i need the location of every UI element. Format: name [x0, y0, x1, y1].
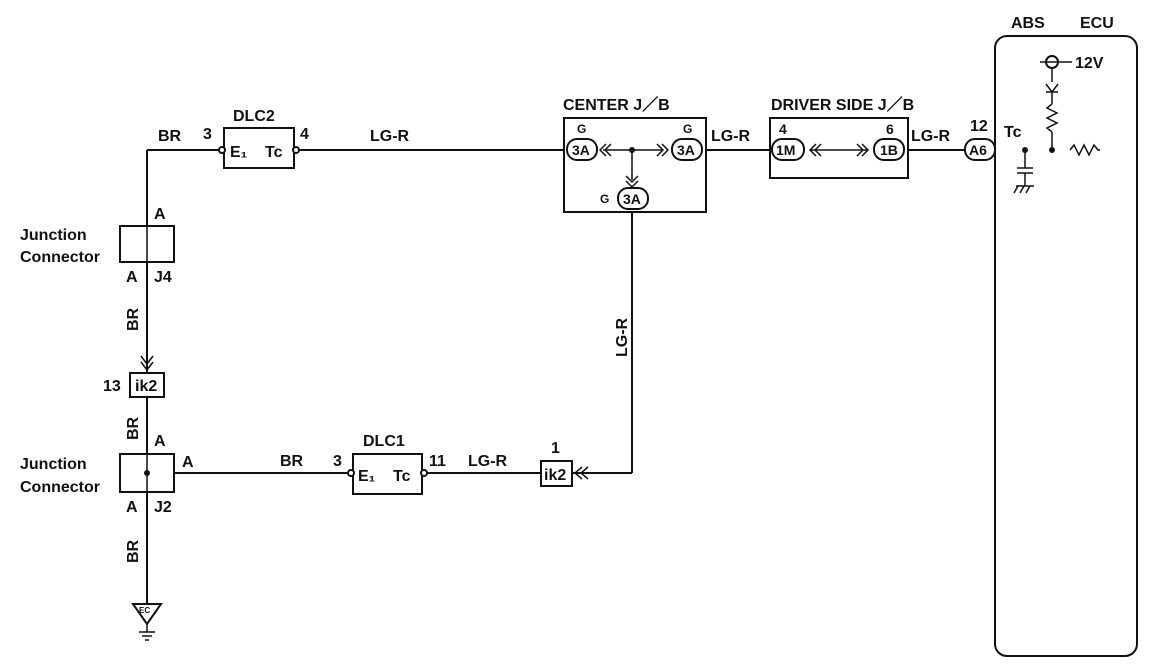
center-jb-left-label: 3A	[572, 142, 590, 158]
dlc2-pin-left: 3	[203, 126, 212, 143]
center-jb-junction-dot	[629, 147, 635, 153]
dlc2-name: DLC2	[233, 108, 275, 125]
wire-labels: BR LG-R LG-R LG-R BR BR LG-R BR LG-R BR	[125, 128, 951, 563]
ik2-left-pin: 13	[103, 378, 121, 395]
ecu-ground-icon	[1013, 185, 1034, 194]
wire-label-br-ground: BR	[125, 539, 142, 563]
wire-label-lgr-driver-ecu: LG-R	[911, 128, 951, 145]
ik2-left-box	[129, 372, 165, 398]
j2-pin-right: A	[182, 454, 194, 471]
ecu-node-dot	[1049, 147, 1055, 153]
dlc2-term-right: Tc	[265, 144, 283, 161]
j2-pin-top: A	[154, 433, 166, 450]
ecu-a6-label: A6	[969, 142, 987, 158]
j4-pin-bottom: A	[126, 269, 138, 286]
ecu-abs-label: ABS	[1011, 15, 1045, 32]
j4-id: J4	[154, 269, 172, 286]
wire-label-lgr-vertical: LG-R	[614, 317, 631, 357]
wire-label-lgr-center-driver: LG-R	[711, 128, 751, 145]
dlc1-term-left: E₁	[358, 468, 376, 485]
j4-label-line2: Connector	[20, 249, 100, 266]
center-jb-arrow-left-icon	[598, 143, 612, 157]
j4-pin-top: A	[154, 206, 166, 223]
wire-label-br-ik2-j2: BR	[125, 416, 142, 440]
dlc1-pin-left: 3	[333, 453, 342, 470]
center-jb-arrow-right-icon	[656, 143, 670, 157]
j2-label-line1: Junction	[20, 456, 87, 473]
ik2-left-name: ik2	[135, 378, 157, 395]
ik2-right-box	[540, 460, 573, 487]
j2-id: J2	[154, 499, 172, 516]
dlc2-connector: DLC2 3 4 E₁ Tc	[203, 108, 309, 169]
junction-connector-j4: Junction Connector A A J4	[20, 206, 175, 286]
dlc2-pin-left-dot	[218, 146, 226, 154]
center-jb-g-right: G	[683, 122, 692, 136]
j2-pin-bottom: A	[126, 499, 138, 516]
driver-jb-arrow-right-icon	[856, 143, 870, 157]
center-jb-g-bottom: G	[600, 192, 609, 206]
driver-jb-arrow-left-icon	[808, 143, 822, 157]
center-jb-g-left: G	[577, 122, 586, 136]
driver-jb-right-label: 1B	[880, 142, 898, 158]
dlc2-pin-right: 4	[300, 126, 309, 143]
ecu-series-resistor-icon	[1069, 143, 1100, 157]
junction-connector-j2: Junction Connector A A A J2	[20, 433, 194, 516]
j4-label-line1: Junction	[20, 227, 87, 244]
center-jb-left-terminal	[566, 138, 598, 161]
ground-ec: EC	[131, 603, 163, 641]
driver-junction-block: DRIVER SIDE J／B 4 6 1M 1B	[769, 96, 914, 179]
j2-junction-dot	[144, 470, 150, 476]
ecu-ecu-label: ECU	[1080, 15, 1114, 32]
center-jb-bottom-label: 3A	[623, 191, 641, 207]
wires	[146, 149, 1118, 604]
dlc1-connector: DLC1 3 11 E₁ Tc	[333, 433, 446, 495]
wire-label-br-j4-ik2: BR	[125, 307, 142, 331]
driver-jb-left-label: 1M	[776, 142, 795, 158]
dlc1-pin-left-dot	[347, 469, 355, 477]
dlc1-term-right: Tc	[393, 468, 411, 485]
center-jb-name: CENTER J／B	[563, 96, 670, 114]
driver-jb-left-pin: 4	[779, 121, 787, 137]
ik2-left-arrow-icon	[140, 355, 154, 372]
dlc1-name: DLC1	[363, 433, 405, 450]
dlc2-pin-right-dot	[292, 146, 300, 154]
wire-label-br-top: BR	[158, 128, 182, 145]
ik2-right-arrow-icon	[573, 466, 589, 480]
center-jb-bottom-terminal	[617, 187, 649, 210]
ground-label: EC	[139, 606, 150, 615]
center-jb-arrow-down-icon	[625, 175, 639, 189]
wire-label-br-j2-dlc1: BR	[280, 453, 304, 470]
ecu-pullup-resistor-icon	[1045, 103, 1059, 133]
dlc1-pin-right: 11	[429, 453, 446, 470]
driver-jb-right-terminal	[873, 138, 905, 161]
ecu-12v-label: 12V	[1075, 55, 1104, 72]
abs-ecu: ABS ECU 12 A6 Tc 12V	[964, 15, 1138, 657]
wire-label-lgr-dlc1-ik2: LG-R	[468, 453, 508, 470]
ik2-right-pin: 1	[551, 440, 560, 457]
ik2-right-name: ik2	[544, 467, 566, 484]
ecu-pin-number: 12	[970, 118, 988, 135]
driver-jb-name: DRIVER SIDE J／B	[771, 96, 914, 114]
dlc2-term-left: E₁	[230, 144, 248, 161]
dlc1-pin-right-dot	[420, 469, 428, 477]
center-junction-block: CENTER J／B G G G 3A 3A 3A	[563, 96, 707, 213]
ecu-box	[994, 35, 1138, 657]
driver-jb-left-terminal	[771, 138, 805, 161]
center-jb-right-label: 3A	[677, 142, 695, 158]
ecu-a6-terminal	[964, 138, 996, 161]
driver-jb-right-pin: 6	[886, 121, 894, 137]
j2-label-line2: Connector	[20, 479, 100, 496]
center-jb-right-terminal	[671, 138, 703, 161]
wire-label-lgr-dlc2-center: LG-R	[370, 128, 410, 145]
ik2-left-connector: ik2 13	[103, 355, 165, 398]
ik2-right-connector: ik2 1	[540, 440, 589, 487]
ecu-tc-label: Tc	[1004, 124, 1022, 141]
ground-triangle-icon	[131, 603, 163, 626]
